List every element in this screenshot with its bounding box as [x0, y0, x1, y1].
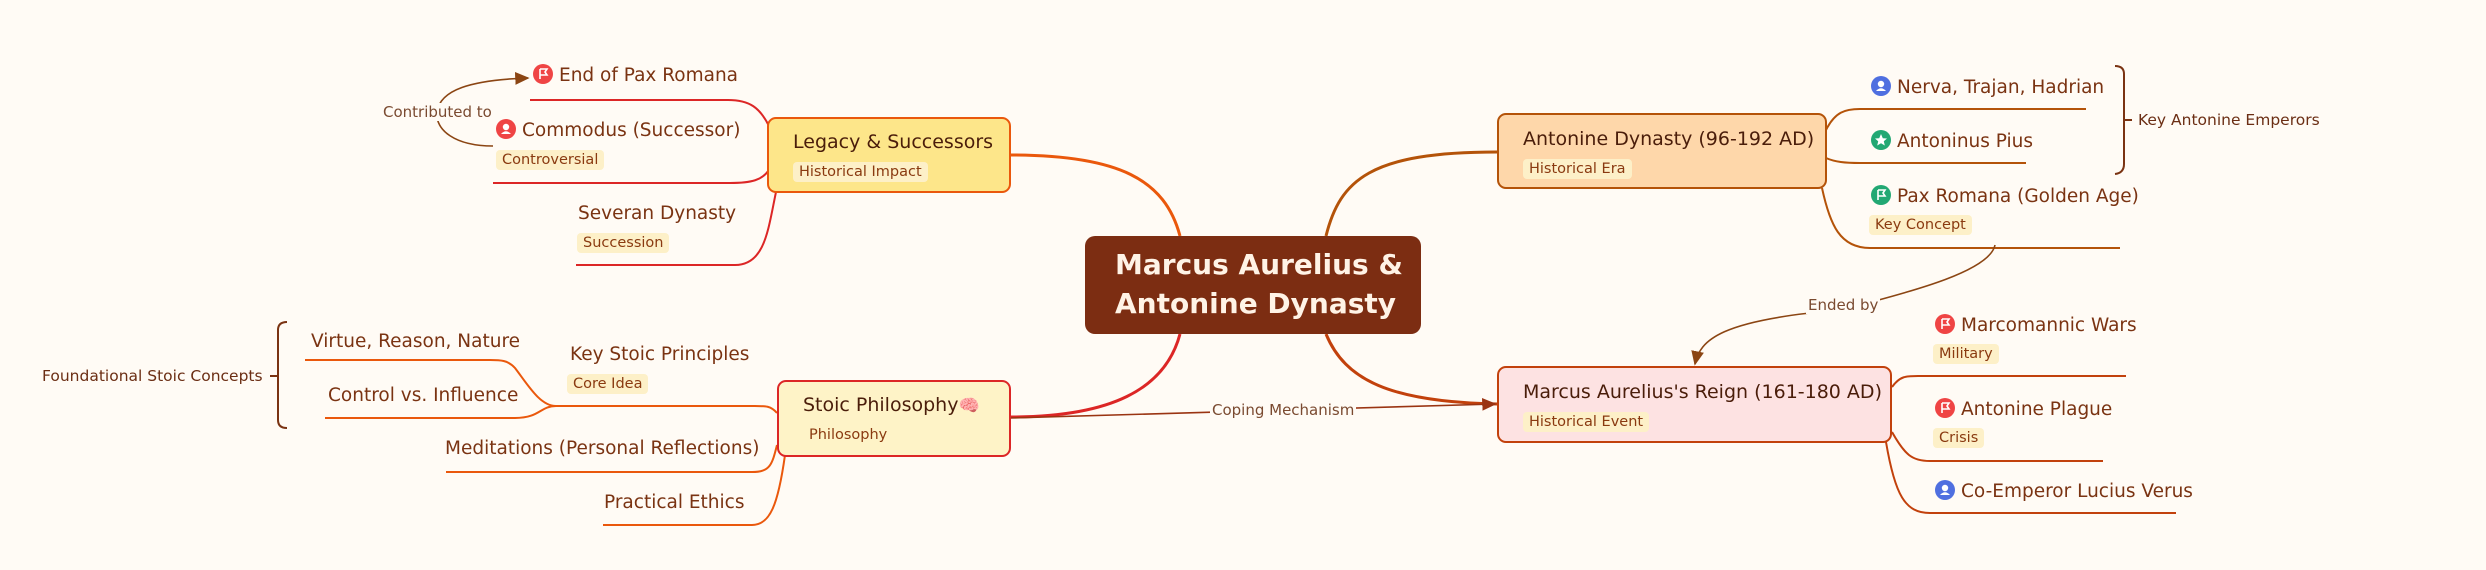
- subtopic-pax-romana[interactable]: Pax Romana (Golden Age): [1871, 185, 2139, 207]
- subtopic-control-vs-influence[interactable]: Control vs. Influence: [328, 385, 519, 406]
- topic-tag: Historical Impact: [793, 162, 928, 182]
- root-title-line2: Antonine Dynasty: [1115, 287, 1397, 320]
- root-topic[interactable]: Marcus Aurelius & Antonine Dynasty: [1085, 236, 1421, 334]
- summary-key-antonine-emperors[interactable]: Key Antonine Emperors: [2138, 111, 2320, 129]
- summary-foundational-stoic-concepts[interactable]: Foundational Stoic Concepts: [42, 367, 263, 385]
- root-title-line1: Marcus Aurelius &: [1115, 248, 1403, 281]
- person-icon: [1871, 76, 1891, 96]
- topic-tag: Philosophy: [809, 427, 888, 443]
- topic-legacy-successors[interactable]: Legacy & Successors Historical Impact: [767, 117, 1011, 193]
- flag-icon: [533, 64, 553, 84]
- subtopic-practical-ethics[interactable]: Practical Ethics: [604, 492, 745, 513]
- star-icon: [1871, 130, 1891, 150]
- subtopic-tag: Crisis: [1933, 428, 1985, 448]
- subtopic-nerva-trajan-hadrian[interactable]: Nerva, Trajan, Hadrian: [1871, 76, 2104, 98]
- topic-stoic-philosophy[interactable]: Stoic Philosophy🧠 Philosophy: [777, 380, 1011, 457]
- flag-icon: [1935, 314, 1955, 334]
- subtopic-meditations[interactable]: Meditations (Personal Reflections): [445, 438, 760, 459]
- topic-marcus-aurelius-reign[interactable]: Marcus Aurelius's Reign (161-180 AD) His…: [1497, 366, 1892, 443]
- relationship-label-coping-mechanism[interactable]: Coping Mechanism: [1210, 401, 1357, 419]
- subtopic-tag: Controversial: [496, 150, 605, 170]
- flag-icon: [1935, 398, 1955, 418]
- subtopic-tag: Succession: [577, 233, 670, 253]
- subtopic-antonine-plague[interactable]: Antonine Plague: [1935, 398, 2112, 420]
- subtopic-antoninus-pius[interactable]: Antoninus Pius: [1871, 130, 2033, 152]
- subtopic-end-of-pax-romana[interactable]: End of Pax Romana: [533, 64, 738, 86]
- subtopic-marcomannic-wars[interactable]: Marcomannic Wars: [1935, 314, 2137, 336]
- subtopic-commodus[interactable]: Commodus (Successor): [496, 119, 740, 141]
- topic-title: Marcus Aurelius's Reign (161-180 AD): [1523, 381, 1882, 403]
- subtopic-tag: Core Idea: [567, 374, 649, 394]
- topic-title: Legacy & Successors: [793, 131, 994, 153]
- brain-icon: 🧠: [958, 396, 980, 416]
- topic-antonine-dynasty[interactable]: Antonine Dynasty (96-192 AD) Historical …: [1497, 113, 1827, 189]
- subtopic-severan-dynasty[interactable]: Severan Dynasty: [578, 203, 737, 224]
- subtopic-tag: Key Concept: [1869, 215, 1972, 235]
- topic-tag: Historical Era: [1523, 159, 1632, 179]
- relationship-label-ended-by[interactable]: Ended by: [1806, 296, 1881, 314]
- relationship-label-contributed-to[interactable]: Contributed to: [381, 103, 494, 121]
- topic-title: Stoic Philosophy🧠: [803, 394, 980, 416]
- subtopic-key-stoic-principles[interactable]: Key Stoic Principles: [570, 344, 750, 365]
- topic-tag: Historical Event: [1523, 412, 1650, 432]
- person-icon: [1935, 480, 1955, 500]
- subtopic-lucius-verus[interactable]: Co-Emperor Lucius Verus: [1935, 480, 2193, 502]
- subtopic-tag: Military: [1933, 344, 1999, 364]
- topic-title: Antonine Dynasty (96-192 AD): [1523, 128, 1815, 150]
- subtopic-virtue-reason-nature[interactable]: Virtue, Reason, Nature: [311, 331, 521, 352]
- person-icon: [496, 119, 516, 139]
- flag-icon: [1871, 185, 1891, 205]
